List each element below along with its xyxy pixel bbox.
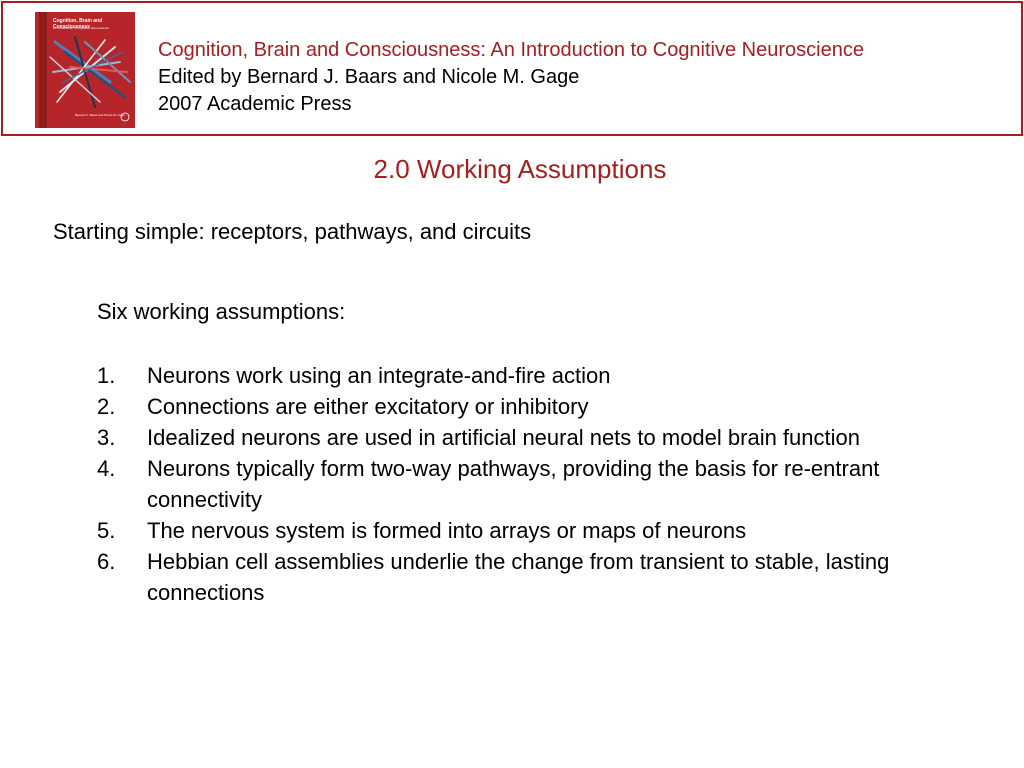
list-item-number: 1. [97, 363, 116, 388]
list-item-number: 5. [97, 518, 116, 543]
slide-title: 2.0 Working Assumptions [373, 154, 667, 184]
book-cover-art [35, 12, 135, 128]
cover-subtitle: An Introduction to Cognitive Neuroscienc… [53, 26, 110, 30]
book-cover-image: Cognition, Brain and Consciousness An In… [35, 12, 135, 128]
list-item-text: Hebbian cell assemblies underlie the cha… [147, 549, 890, 605]
list-item-number: 4. [97, 456, 116, 481]
list-item-number: 6. [97, 549, 116, 574]
list-intro: Six working assumptions: [97, 299, 346, 324]
list-item: 3. Idealized neurons are used in artific… [97, 422, 997, 453]
cover-editors: Bernard J. Baars and Nicole M. Gage [75, 113, 125, 117]
list-item: 1. Neurons work using an integrate-and-f… [97, 360, 997, 391]
list-item: 2. Connections are either excitatory or … [97, 391, 997, 422]
list-item-number: 3. [97, 425, 116, 450]
book-editors: Edited by Bernard J. Baars and Nicole M.… [158, 66, 580, 88]
list-item-text: Connections are either excitatory or inh… [147, 394, 589, 419]
list-item-text: Idealized neurons are used in artificial… [147, 425, 860, 450]
cover-title: Cognition, Brain and Consciousness [53, 18, 103, 30]
assumptions-list: 1. Neurons work using an integrate-and-f… [97, 360, 997, 608]
list-item-text: Neurons typically form two-way pathways,… [147, 456, 880, 512]
list-item: 4. Neurons typically form two-way pathwa… [97, 453, 997, 515]
slide-subtitle: Starting simple: receptors, pathways, an… [53, 219, 532, 244]
book-title: Cognition, Brain and Consciousness: An I… [158, 39, 864, 61]
book-header: Cognition, Brain and Consciousness An In… [1, 1, 1023, 136]
book-publisher: 2007 Academic Press [158, 93, 352, 115]
list-item-text: The nervous system is formed into arrays… [147, 518, 747, 543]
list-item: 5. The nervous system is formed into arr… [97, 515, 997, 546]
list-item: 6. Hebbian cell assemblies underlie the … [97, 546, 997, 608]
list-item-text: Neurons work using an integrate-and-fire… [147, 363, 611, 388]
list-item-number: 2. [97, 394, 116, 419]
